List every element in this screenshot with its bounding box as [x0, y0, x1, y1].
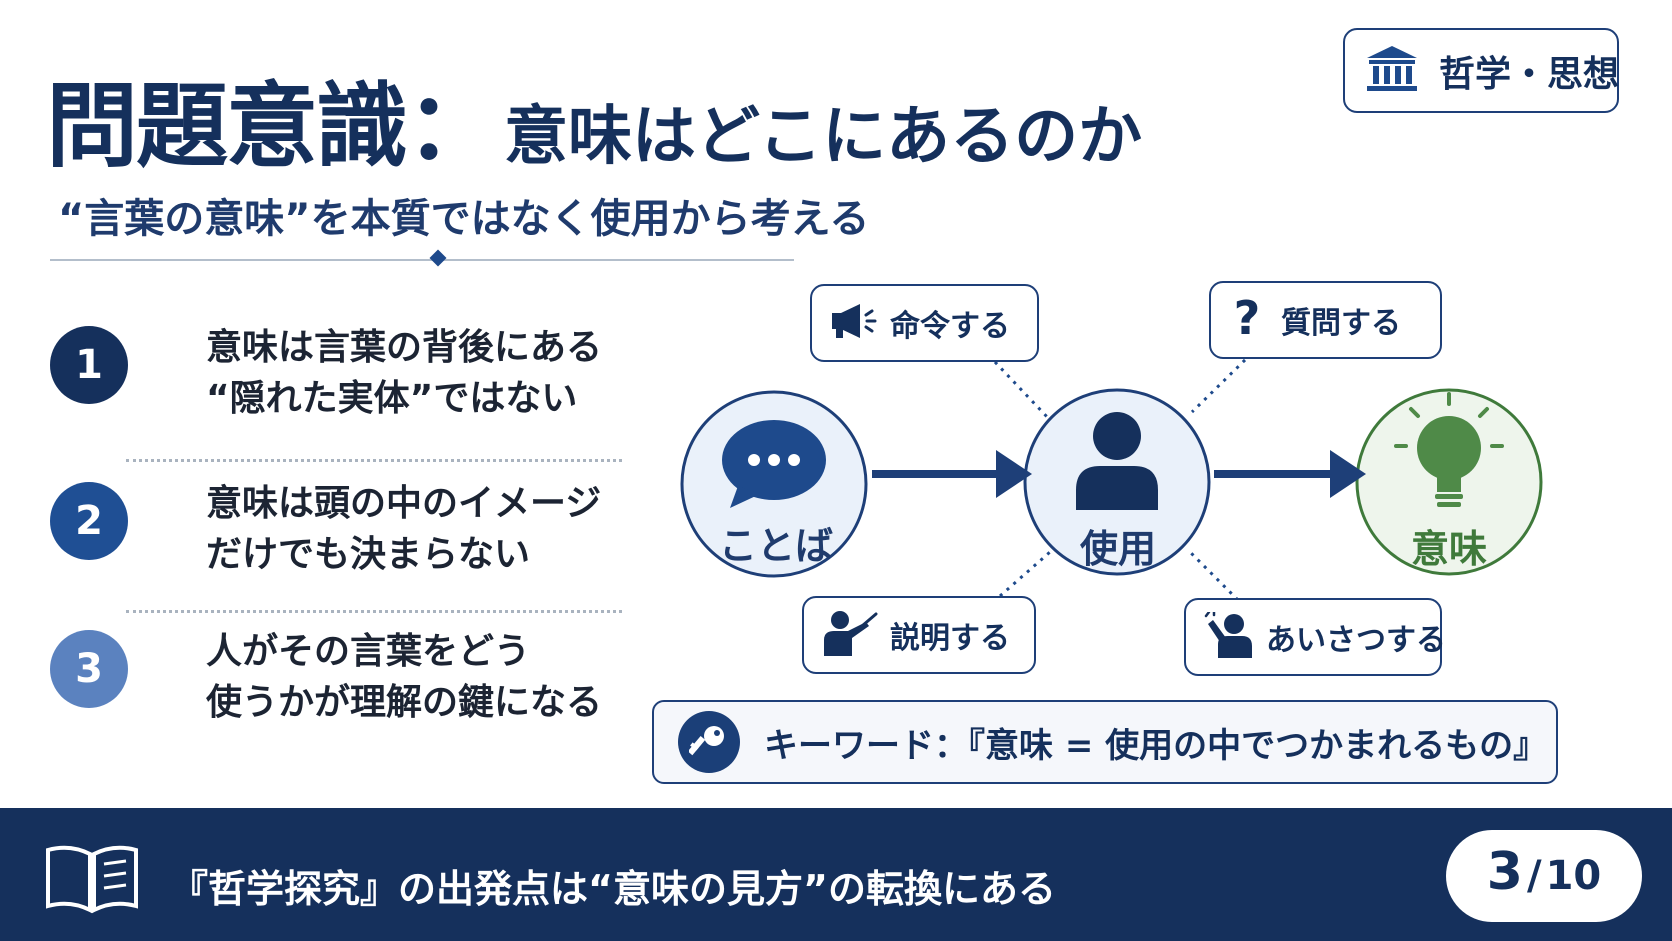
- point-separator: [126, 610, 622, 613]
- word-label: ことば: [718, 524, 833, 568]
- lightbulb-icon: [1394, 392, 1504, 507]
- page-title: 問題意識：意味はどこにあるのか: [46, 52, 1142, 185]
- point-1: 1 意味は言葉の背後にある “隠れた実体”ではない: [50, 326, 602, 424]
- action-command: 命令する: [810, 284, 1039, 362]
- point-3: 3 人がその言葉をどう 使うかが理解の鍵になる: [50, 630, 602, 728]
- page-separator: /: [1526, 853, 1542, 899]
- person-icon: [1076, 412, 1158, 510]
- action-greet: あいさつする: [1184, 598, 1446, 676]
- action-command-label: 命令する: [890, 309, 1010, 344]
- action-question: ? 質問する: [1209, 281, 1442, 359]
- title-divider: [50, 249, 794, 267]
- category-badge: 哲学・思想: [1343, 28, 1619, 113]
- point-number-badge: 2: [50, 482, 128, 560]
- action-explain: 説明する: [802, 596, 1036, 674]
- point-separator: [126, 459, 622, 462]
- point-2-line2: だけでも決まらない: [206, 534, 531, 575]
- category-label: 哲学・思想: [1439, 53, 1620, 95]
- point-1-line1: 意味は言葉の背後にある: [206, 327, 603, 368]
- question-icon: ?: [1229, 291, 1265, 346]
- speech-bubble-icon: [722, 420, 826, 508]
- arrow-use-to-meaning: [1214, 450, 1366, 498]
- institution-icon: [1365, 44, 1419, 98]
- action-greet-label: あいさつする: [1266, 623, 1446, 658]
- keyword-text: キーワード：『意味 = 使用の中でつかまれるもの』: [764, 725, 1548, 766]
- point-number-badge: 1: [50, 326, 128, 404]
- page-total: 10: [1545, 853, 1602, 899]
- footer-text: 『哲学探究』の出発点は“意味の見方”の転換にある: [170, 867, 1056, 911]
- point-1-line2: “隠れた実体”ではない: [206, 378, 578, 419]
- svg-text:?: ?: [1234, 294, 1261, 342]
- title-sub: 意味はどこにあるのか: [504, 100, 1143, 174]
- page-current: 3: [1486, 842, 1523, 902]
- page-indicator: 3 / 10: [1446, 830, 1642, 922]
- arrow-word-to-use: [872, 450, 1032, 498]
- point-2-line1: 意味は頭の中のイメージ: [206, 483, 602, 524]
- point-2: 2 意味は頭の中のイメージ だけでも決まらない: [50, 482, 601, 580]
- presenter-icon: [822, 610, 878, 660]
- point-number-badge: 3: [50, 630, 128, 708]
- key-icon: [678, 711, 740, 773]
- meaning-label: 意味: [1410, 527, 1487, 571]
- keyword-box: キーワード：『意味 = 使用の中でつかまれるもの』: [652, 700, 1558, 784]
- point-3-line2: 使うかが理解の鍵になる: [206, 682, 603, 723]
- megaphone-icon: [830, 301, 878, 345]
- title-main: 問題意識：: [46, 72, 498, 180]
- waving-person-icon: [1204, 610, 1254, 662]
- action-explain-label: 説明する: [890, 621, 1010, 656]
- use-label: 使用: [1079, 527, 1156, 571]
- point-3-line1: 人がその言葉をどう: [206, 631, 531, 672]
- subtitle: “言葉の意味”を本質ではなく使用から考える: [58, 196, 870, 242]
- book-icon: [44, 844, 140, 920]
- action-question-label: 質問する: [1281, 306, 1401, 341]
- footer-bar: 『哲学探究』の出発点は“意味の見方”の転換にある: [0, 808, 1672, 941]
